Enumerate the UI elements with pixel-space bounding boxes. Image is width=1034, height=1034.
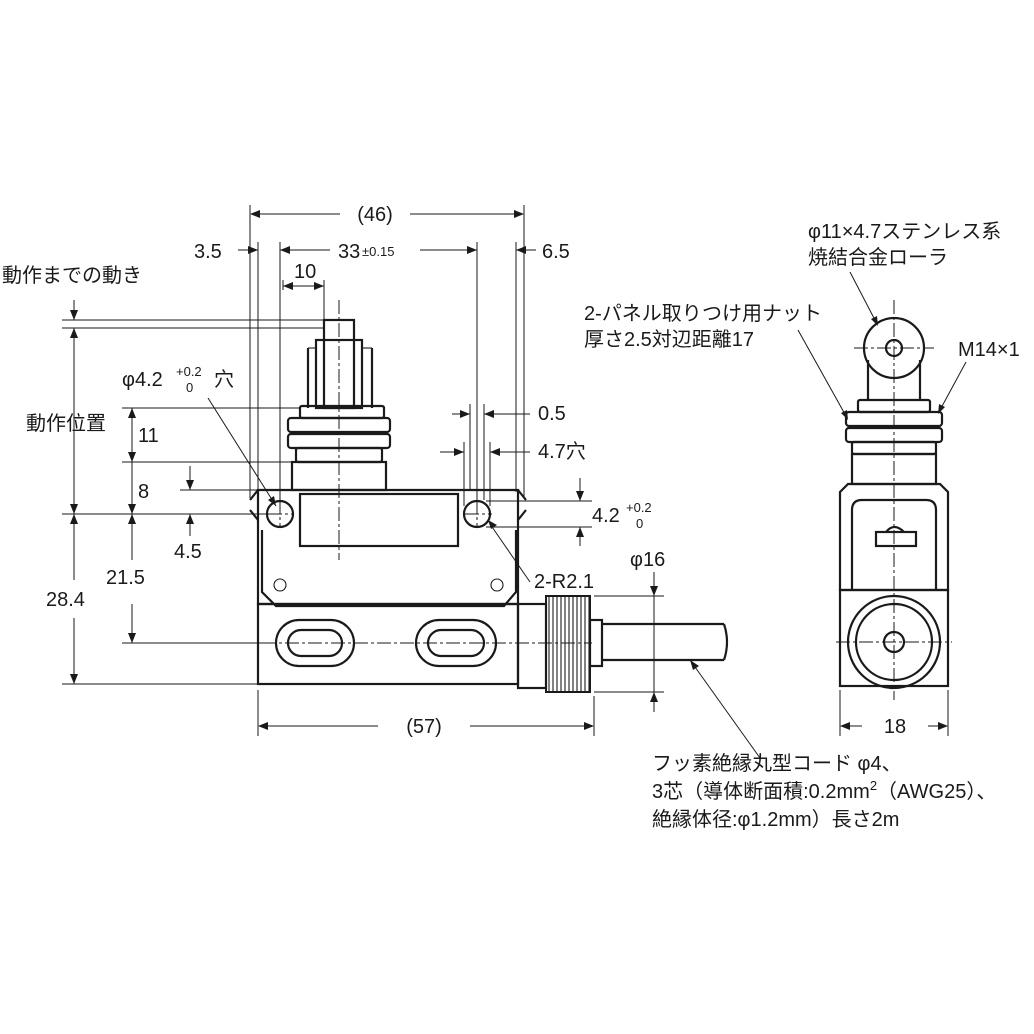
left-offset-label: 3.5 [194,241,222,263]
right-hole-tolerance-lower: 0 [636,516,643,531]
right-hole-tolerance-upper: +0.2 [626,500,652,515]
cord-spec-line3: 絶縁体径:φ1.2mm）長さ2m [652,808,899,831]
hole-pitch-tolerance: ±0.15 [362,244,394,259]
cord-spec-line2-a: 3芯（導体断面積:0.2mm [652,780,870,803]
dimension-lines [62,205,761,759]
switch-body [249,488,527,686]
plunger [306,318,374,410]
left-hole-label: φ4.2 [122,369,163,391]
dimension-4-5: 4.5 [174,541,202,563]
thread-label: M14×1 [958,339,1020,361]
dimension-21-5: 21.5 [106,567,145,589]
roller-spec-line2: 焼結合金ローラ [808,246,948,269]
text-labels: (46) 3.5 33 ±0.15 6.5 10 動作までの動き φ4.2 +0… [2,204,1020,831]
cord-spec-line2: 3芯（導体断面積:0.2mm2（AWG25）、 [652,778,996,803]
right-hole-label: 4.2 [592,505,620,527]
side-dimensions [797,271,967,736]
cord-spec-line2-b: （AWG25）、 [877,780,996,803]
overall-width-label: (46) [357,204,393,226]
corner-radius-label: 2-R2.1 [534,571,594,593]
left-hole-suffix: 穴 [214,368,234,391]
center-lines [262,300,592,644]
side-width-label: 18 [884,716,906,738]
cord-diameter-label: φ16 [630,549,665,571]
dimension-28-4: 28.4 [46,589,85,611]
left-hole-tolerance-upper: +0.2 [176,364,202,379]
cord-spec-line2-sup: 2 [870,778,877,793]
roller-spec-line1: φ11×4.7ステンレス系 [808,220,1001,243]
dimension-11: 11 [138,425,159,447]
left-hole-tolerance-lower: 0 [186,380,193,395]
nut-spec-line1: 2-パネル取りつけ用ナット [584,303,822,325]
cable [602,622,729,662]
hole-pitch-label: 33 [338,241,360,263]
dimension-8: 8 [138,481,149,503]
front-view [249,300,729,693]
dimension-4-7-hole: 4.7穴 [538,440,586,463]
side-center-lines [836,300,952,700]
overall-length-label: (57) [406,716,442,738]
dimension-0-5: 0.5 [538,403,566,425]
side-view [797,271,967,736]
cord-spec-line1: フッ素絶縁丸型コード φ4、 [652,752,902,775]
nut-spec-line2: 厚さ2.5対辺距離17 [584,328,754,351]
operating-position-label: 動作位置 [26,412,106,435]
plunger-width-label: 10 [294,261,316,283]
pretravel-label: 動作までの動き [2,264,142,287]
right-offset-label: 6.5 [542,241,570,263]
cord-gland [516,595,604,693]
